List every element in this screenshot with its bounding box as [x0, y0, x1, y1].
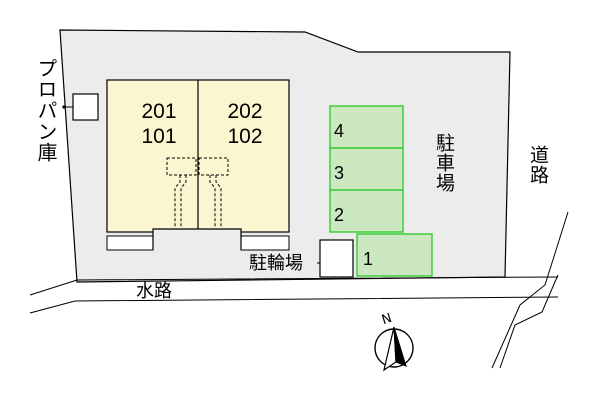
unit-left: 201 101 — [128, 99, 190, 149]
waterway-line-bottom — [29, 296, 559, 314]
bicycle-parking-label: 駐輪場 — [249, 253, 303, 274]
unit-201-label: 201 — [141, 100, 177, 123]
unit-202-label: 202 — [227, 100, 263, 123]
entrance-block — [152, 228, 242, 250]
road-line-right — [499, 274, 559, 369]
parking-number-4: 4 — [334, 121, 345, 141]
waterway-line-top — [29, 276, 559, 296]
unit-101-label: 101 — [141, 125, 177, 148]
parking-space-4 — [329, 105, 404, 149]
bicycle-parking-box — [319, 239, 354, 278]
parking-space-1 — [356, 233, 433, 277]
parking-space-2 — [329, 189, 404, 233]
propane-store-label: プロパン庫 — [34, 58, 58, 163]
waterway-label: 水路 — [136, 281, 172, 302]
dashed-interior-path — [166, 157, 229, 228]
parking-spaces — [329, 105, 433, 277]
propane-store-box — [72, 93, 99, 121]
road-line-left — [491, 211, 569, 369]
parking-number-1: 1 — [363, 249, 374, 269]
entrance-right — [240, 235, 290, 251]
parking-space-3 — [329, 147, 404, 191]
parking-number-3: 3 — [334, 163, 345, 183]
north-arrow — [374, 326, 414, 372]
parking-label: 駐車場 — [433, 133, 455, 193]
road-label: 道路 — [527, 145, 549, 185]
unit-right: 202 102 — [214, 99, 276, 149]
propane-leader-dot — [62, 105, 66, 109]
unit-102-label: 102 — [227, 125, 263, 148]
parking-number-2: 2 — [334, 205, 345, 225]
entrance-left — [106, 235, 154, 251]
